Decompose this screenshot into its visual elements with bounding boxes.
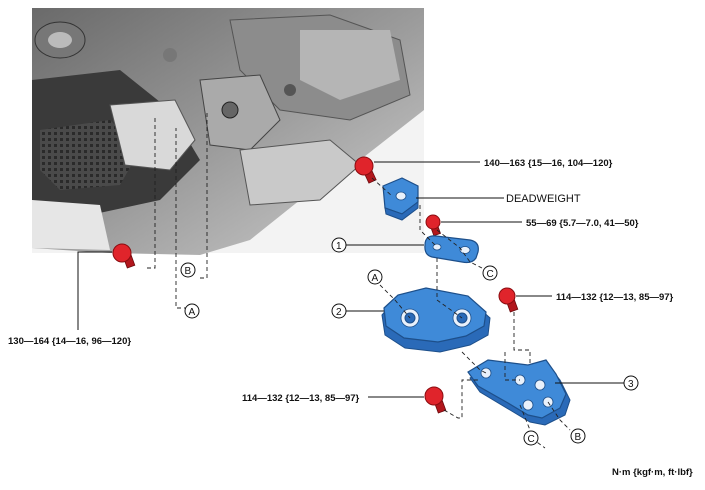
guide-line-left-bolt: [147, 118, 156, 269]
svg-text:C: C: [528, 434, 535, 445]
guide-mid-bolt-c: [436, 229, 483, 269]
torque-left-bolt: 130—164 {14—16, 96—120}: [8, 336, 131, 347]
part-3-bracket: [467, 359, 571, 426]
left-bolt: [112, 243, 136, 269]
leader-left-bolt: [77, 251, 112, 330]
svg-text:B: B: [575, 432, 582, 443]
part-2-mount: [381, 287, 491, 353]
callout-a-engine: A: [184, 303, 200, 319]
torque-mid-bolt: 55—69 {5.7—7.0, 41—50}: [526, 218, 639, 229]
units-legend: N·m {kgf·m, ft·lbf}: [612, 467, 693, 478]
svg-text:C: C: [487, 269, 494, 280]
callout-part-2: 2: [331, 303, 347, 319]
svg-text:1: 1: [336, 241, 342, 252]
torque-right-bolt: 114—132 {12—13, 85—97}: [556, 292, 674, 303]
torque-lower-bolt: 114—132 {12—13, 85—97}: [242, 393, 360, 404]
svg-text:2: 2: [336, 307, 342, 318]
guide-line-b-engine: [200, 112, 208, 279]
callout-b-part: B: [570, 428, 586, 444]
guide-top-bolt: [371, 177, 393, 197]
callout-c-part-3: C: [523, 430, 539, 446]
guide-lower-bolt: [443, 379, 478, 419]
svg-text:3: 3: [628, 379, 634, 390]
svg-text:B: B: [185, 266, 192, 277]
callout-part-1: 1: [331, 237, 347, 253]
torque-top-bolt: 140—163 {15—16, 104—120}: [484, 158, 613, 169]
svg-text:A: A: [189, 307, 196, 318]
deadweight-part: [382, 177, 419, 221]
guide-2-to-3b: [504, 352, 520, 381]
svg-text:A: A: [372, 273, 379, 284]
guide-deadweight-to-1: [419, 205, 438, 248]
callout-c-part-1: C: [482, 265, 498, 281]
right-bolt: [498, 287, 519, 313]
guide-a-part: [379, 284, 411, 319]
guide-line-a-engine: [175, 128, 188, 309]
guide-2-to-3: [461, 351, 487, 374]
lower-bolt: [424, 386, 447, 414]
part-1-bracket: [424, 235, 479, 264]
guide-1-to-2: [436, 258, 463, 319]
guide-right-bolt: [513, 312, 531, 392]
engine-compartment-image: [32, 8, 424, 255]
guide-b-part: [547, 401, 571, 431]
callout-a-part: A: [367, 269, 383, 285]
mid-bolt: [425, 214, 441, 237]
callout-part-3: 3: [623, 375, 639, 391]
callout-b-engine: B: [180, 262, 196, 278]
deadweight-label: DEADWEIGHT: [506, 193, 581, 205]
top-bolt: [354, 156, 377, 184]
